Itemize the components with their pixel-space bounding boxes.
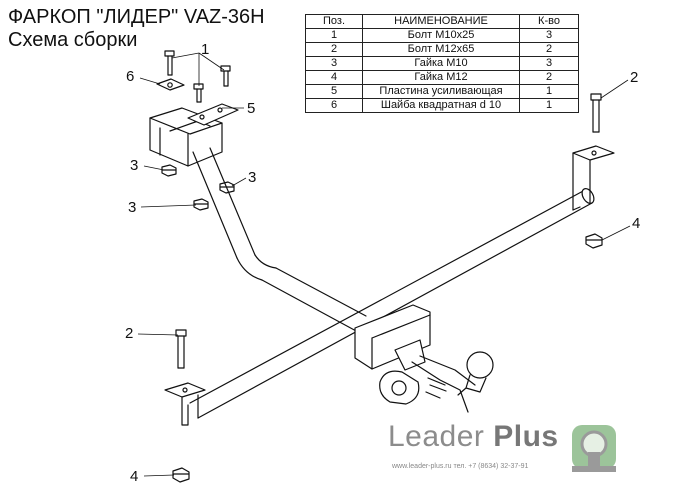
reinforcement-plate bbox=[187, 103, 239, 126]
callout-3-a: 3 bbox=[130, 157, 138, 174]
bolt-m10-b bbox=[193, 83, 204, 103]
cross-beam-tube bbox=[189, 188, 595, 419]
logo-text-bold: Plus bbox=[493, 420, 559, 453]
callout-3-b: 3 bbox=[248, 169, 256, 186]
bolt-m12-right bbox=[590, 93, 602, 133]
socket-plate bbox=[379, 370, 447, 405]
square-washer bbox=[156, 78, 185, 91]
table-row: 2 Болт М12х65 2 bbox=[305, 42, 579, 57]
title-line-1: ФАРКОП "ЛИДЕР" VAZ-36H bbox=[8, 6, 265, 28]
table-row: 5 Пластина усиливающая 1 bbox=[305, 84, 579, 99]
callout-4-bottom: 4 bbox=[130, 468, 138, 485]
nut-m10-a bbox=[161, 164, 177, 177]
title-line-2: Схема сборки bbox=[8, 29, 138, 51]
leader-plus-logo: Leader Plus bbox=[388, 420, 559, 454]
nut-m12-bottom bbox=[172, 467, 190, 483]
logo-text-regular: Leader bbox=[388, 420, 494, 453]
nut-m12-right bbox=[585, 233, 603, 249]
tow-ball-mount bbox=[354, 304, 476, 413]
callout-3-c: 3 bbox=[128, 199, 136, 216]
logo-text: Leader Plus bbox=[388, 420, 559, 453]
logo-contacts: www.leader-plus.ru тел. +7 (8634) 32-37-… bbox=[392, 463, 529, 470]
parts-table: Поз. НАИМЕНОВАНИЕ К-во 1 Болт М10х25 3 2… bbox=[305, 14, 579, 113]
callout-6: 6 bbox=[126, 68, 134, 85]
callout-2-left: 2 bbox=[125, 325, 133, 342]
callout-2-right: 2 bbox=[630, 69, 638, 86]
callout-4-right: 4 bbox=[632, 215, 640, 232]
drawing-title: ФАРКОП "ЛИДЕР" VAZ-36H Схема сборки bbox=[8, 6, 265, 52]
parts-table-header-row: Поз. НАИМЕНОВАНИЕ К-во bbox=[305, 14, 579, 29]
left-arm-tube bbox=[192, 147, 277, 281]
bolt-m10-a bbox=[164, 50, 175, 76]
cell-quantity: 1 bbox=[519, 84, 579, 99]
nut-m10-c bbox=[193, 198, 209, 211]
callout-5: 5 bbox=[247, 100, 255, 117]
table-row: 6 Шайба квадратная d 10 1 bbox=[305, 98, 579, 113]
cell-quantity: 1 bbox=[519, 98, 579, 113]
leader-plus-logo-mark bbox=[572, 425, 616, 472]
left-lower-bracket bbox=[164, 382, 206, 426]
right-mount-bracket bbox=[572, 145, 615, 211]
bolt-m12-left bbox=[175, 329, 187, 369]
bolt-m10-c bbox=[220, 65, 231, 87]
leader-lines bbox=[137, 52, 631, 477]
callout-1: 1 bbox=[201, 41, 209, 58]
tow-ball bbox=[457, 351, 494, 396]
